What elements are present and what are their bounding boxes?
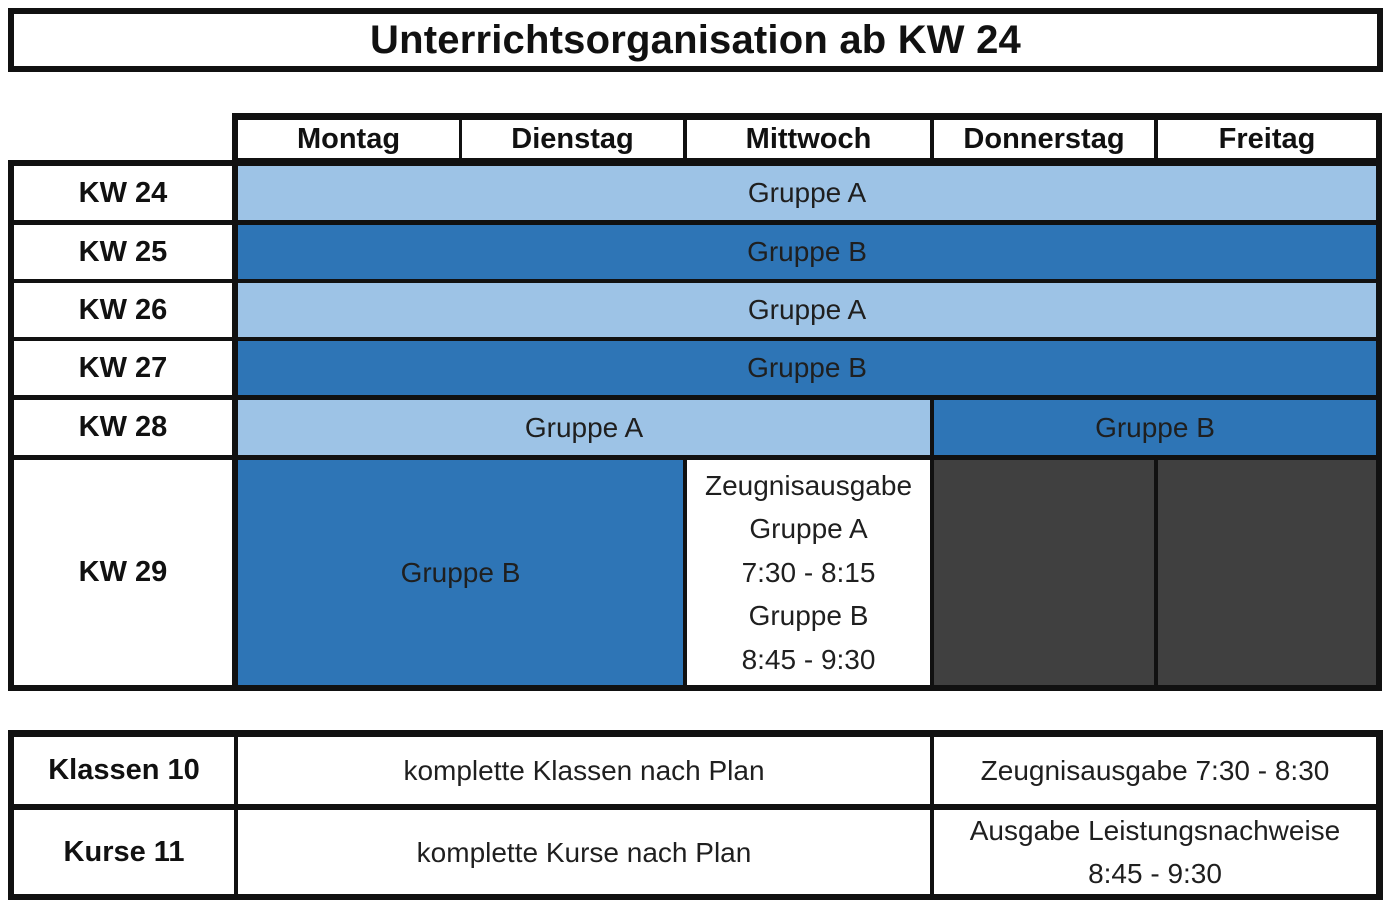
kw26-group-a-cell: Gruppe A (238, 283, 1376, 337)
day-friday: Freitag (1158, 120, 1376, 158)
klassen-10-label: Klassen 10 (14, 737, 234, 804)
report-card-group-b: Gruppe B (748, 600, 869, 632)
kurse-11-performance-record-cell: Ausgabe Leistungsnachweise 8:45 - 9:30 (934, 810, 1376, 894)
kw29-friday-blocked-cell (1158, 460, 1376, 685)
kurse-11-plan: komplette Kurse nach Plan (238, 810, 930, 894)
day-tuesday: Dienstag (462, 120, 683, 158)
week-label-kw28: KW 28 (14, 400, 232, 455)
report-card-group-a: Gruppe A (749, 513, 868, 545)
kw29-report-card-cell: Zeugnisausgabe Gruppe A 7:30 - 8:15 Grup… (687, 460, 930, 685)
performance-record-label: Ausgabe Leistungsnachweise (969, 815, 1341, 846)
report-card-time-b: 8:45 - 9:30 (741, 643, 876, 675)
kw29-thursday-blocked-cell (934, 460, 1154, 685)
week-label-kw26: KW 26 (14, 283, 232, 337)
day-monday: Montag (238, 120, 459, 158)
kw28-group-a-cell: Gruppe A (238, 400, 930, 455)
klassen-10-plan: komplette Klassen nach Plan (238, 737, 930, 804)
day-wednesday: Mittwoch (687, 120, 930, 158)
kw29-group-b-cell: Gruppe B (238, 460, 683, 685)
week-label-kw24: KW 24 (14, 166, 232, 220)
report-card-time-a: 7:30 - 8:15 (741, 556, 876, 588)
week-label-kw27: KW 27 (14, 341, 232, 395)
week-label-kw25: KW 25 (14, 225, 232, 279)
kw28-group-b-cell: Gruppe B (934, 400, 1376, 455)
performance-record-time: 8:45 - 9:30 (1088, 858, 1222, 889)
kw25-group-b-cell: Gruppe B (238, 225, 1376, 279)
kw24-group-a-cell: Gruppe A (238, 166, 1376, 220)
kw27-group-b-cell: Gruppe B (238, 341, 1376, 395)
page-title: Unterrichtsorganisation ab KW 24 (8, 8, 1383, 72)
klassen-10-report-card-time: Zeugnisausgabe 7:30 - 8:30 (934, 737, 1376, 804)
day-thursday: Donnerstag (934, 120, 1154, 158)
week-label-kw29: KW 29 (14, 460, 232, 685)
kurse-11-label: Kurse 11 (14, 810, 234, 894)
report-card-heading: Zeugnisausgabe (704, 469, 913, 501)
